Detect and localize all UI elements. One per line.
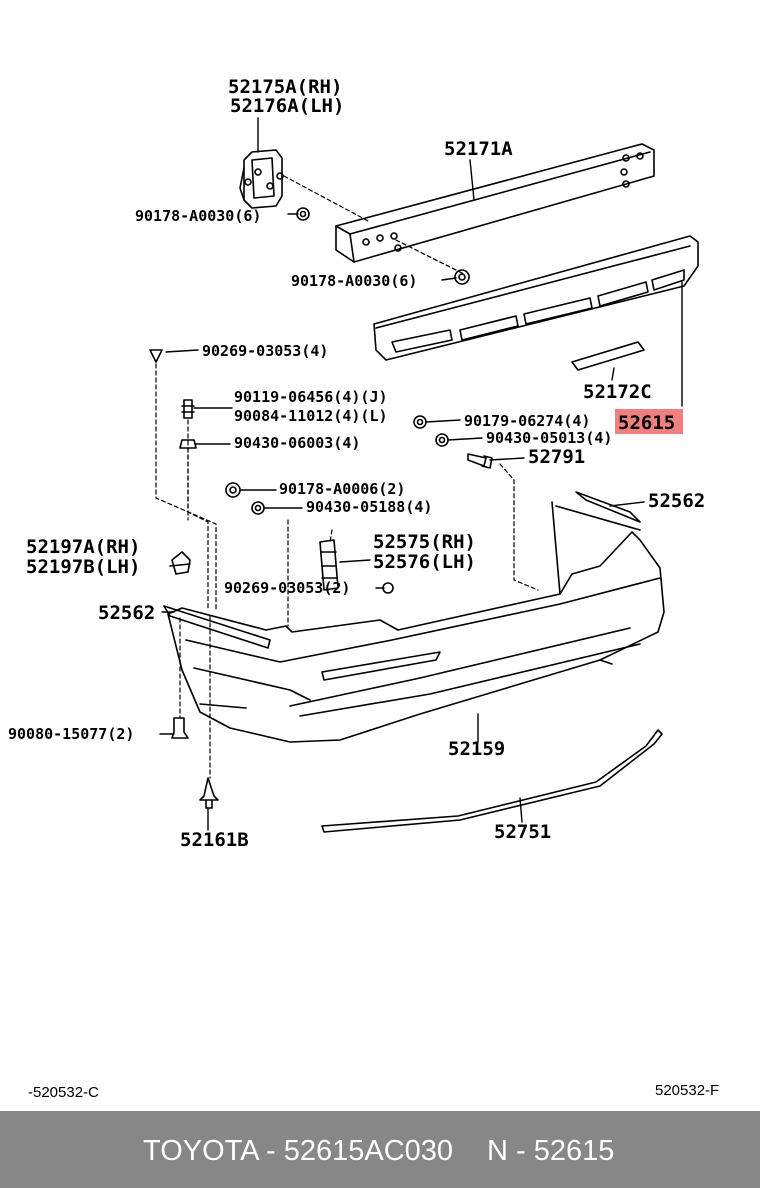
label-52175A: 52175A(RH) xyxy=(228,76,342,98)
callout-labels: 52175A(RH) 52176A(LH) 52171A 90178-A0030… xyxy=(8,76,705,851)
assembly-lines xyxy=(155,175,539,779)
footer-n-number: N - 52615 xyxy=(487,1135,615,1167)
drawing-code-right: 520532-F xyxy=(655,1082,719,1099)
label-90430-06003: 90430-06003(4) xyxy=(234,434,360,452)
nut-icon xyxy=(454,269,470,285)
clip-icon xyxy=(149,349,163,363)
screw-icon xyxy=(467,453,493,469)
drawing-code-left: -520532-C xyxy=(28,1084,99,1101)
label-52576: 52576(LH) xyxy=(373,551,476,573)
washer-icon xyxy=(251,501,265,515)
nut-icon xyxy=(413,415,427,429)
label-90430-05013: 90430-05013(4) xyxy=(486,429,612,447)
bolt-icon xyxy=(171,717,189,739)
rivet-icon xyxy=(199,777,219,809)
washer-icon xyxy=(435,433,449,447)
label-90179-06274: 90179-06274(4) xyxy=(464,412,590,430)
label-90119-06456: 90119-06456(4)(J) xyxy=(234,388,388,406)
label-52197A: 52197A(RH) xyxy=(26,536,140,558)
bumper-cover-part xyxy=(167,501,665,743)
label-52575: 52575(RH) xyxy=(373,531,476,553)
label-52562-right: 52562 xyxy=(648,490,705,512)
nut-icon xyxy=(296,207,310,221)
label-52176A: 52176A(LH) xyxy=(230,95,344,117)
label-52615: 52615 xyxy=(618,412,675,434)
energy-absorber-part xyxy=(373,235,699,361)
label-90178-A0030-upper: 90178-A0030(6) xyxy=(135,207,261,225)
footer-bar: TOYOTA - 52615AC030 N - 52615 xyxy=(0,1111,760,1188)
label-90430-05188: 90430-05188(4) xyxy=(306,498,432,516)
support-bracket-part xyxy=(319,539,339,591)
side-bracket-part xyxy=(239,149,284,209)
label-52159: 52159 xyxy=(448,738,505,760)
label-90269-03053-lower: 90269-03053(2) xyxy=(224,579,350,597)
label-52171A: 52171A xyxy=(444,138,513,160)
label-90084-11012: 90084-11012(4)(L) xyxy=(234,407,388,425)
label-90269-03053-upper: 90269-03053(4) xyxy=(202,342,328,360)
nut-icon xyxy=(225,482,241,498)
washer-icon xyxy=(179,439,197,449)
label-52197B: 52197B(LH) xyxy=(26,556,140,578)
clip-icon xyxy=(171,551,191,575)
label-52791: 52791 xyxy=(528,446,585,468)
molding-part xyxy=(321,729,663,833)
bumper-reinforcement-part xyxy=(335,143,655,263)
bolt-icon xyxy=(181,399,195,419)
leader-lines xyxy=(159,117,683,831)
label-52161B: 52161B xyxy=(180,829,249,851)
highlight-box xyxy=(615,409,683,434)
label-52562-left: 52562 xyxy=(98,602,155,624)
spacer-part xyxy=(571,341,645,371)
label-90080-15077: 90080-15077(2) xyxy=(8,725,134,743)
footer-part-number: TOYOTA - 52615AC030 xyxy=(143,1135,454,1167)
label-52751: 52751 xyxy=(494,821,551,843)
parts-diagram: 52175A(RH) 52176A(LH) 52171A 90178-A0030… xyxy=(8,76,719,1101)
label-90178-A0006: 90178-A0006(2) xyxy=(279,480,405,498)
label-90178-A0030-lower: 90178-A0030(6) xyxy=(291,272,417,290)
label-52172C: 52172C xyxy=(583,381,652,403)
